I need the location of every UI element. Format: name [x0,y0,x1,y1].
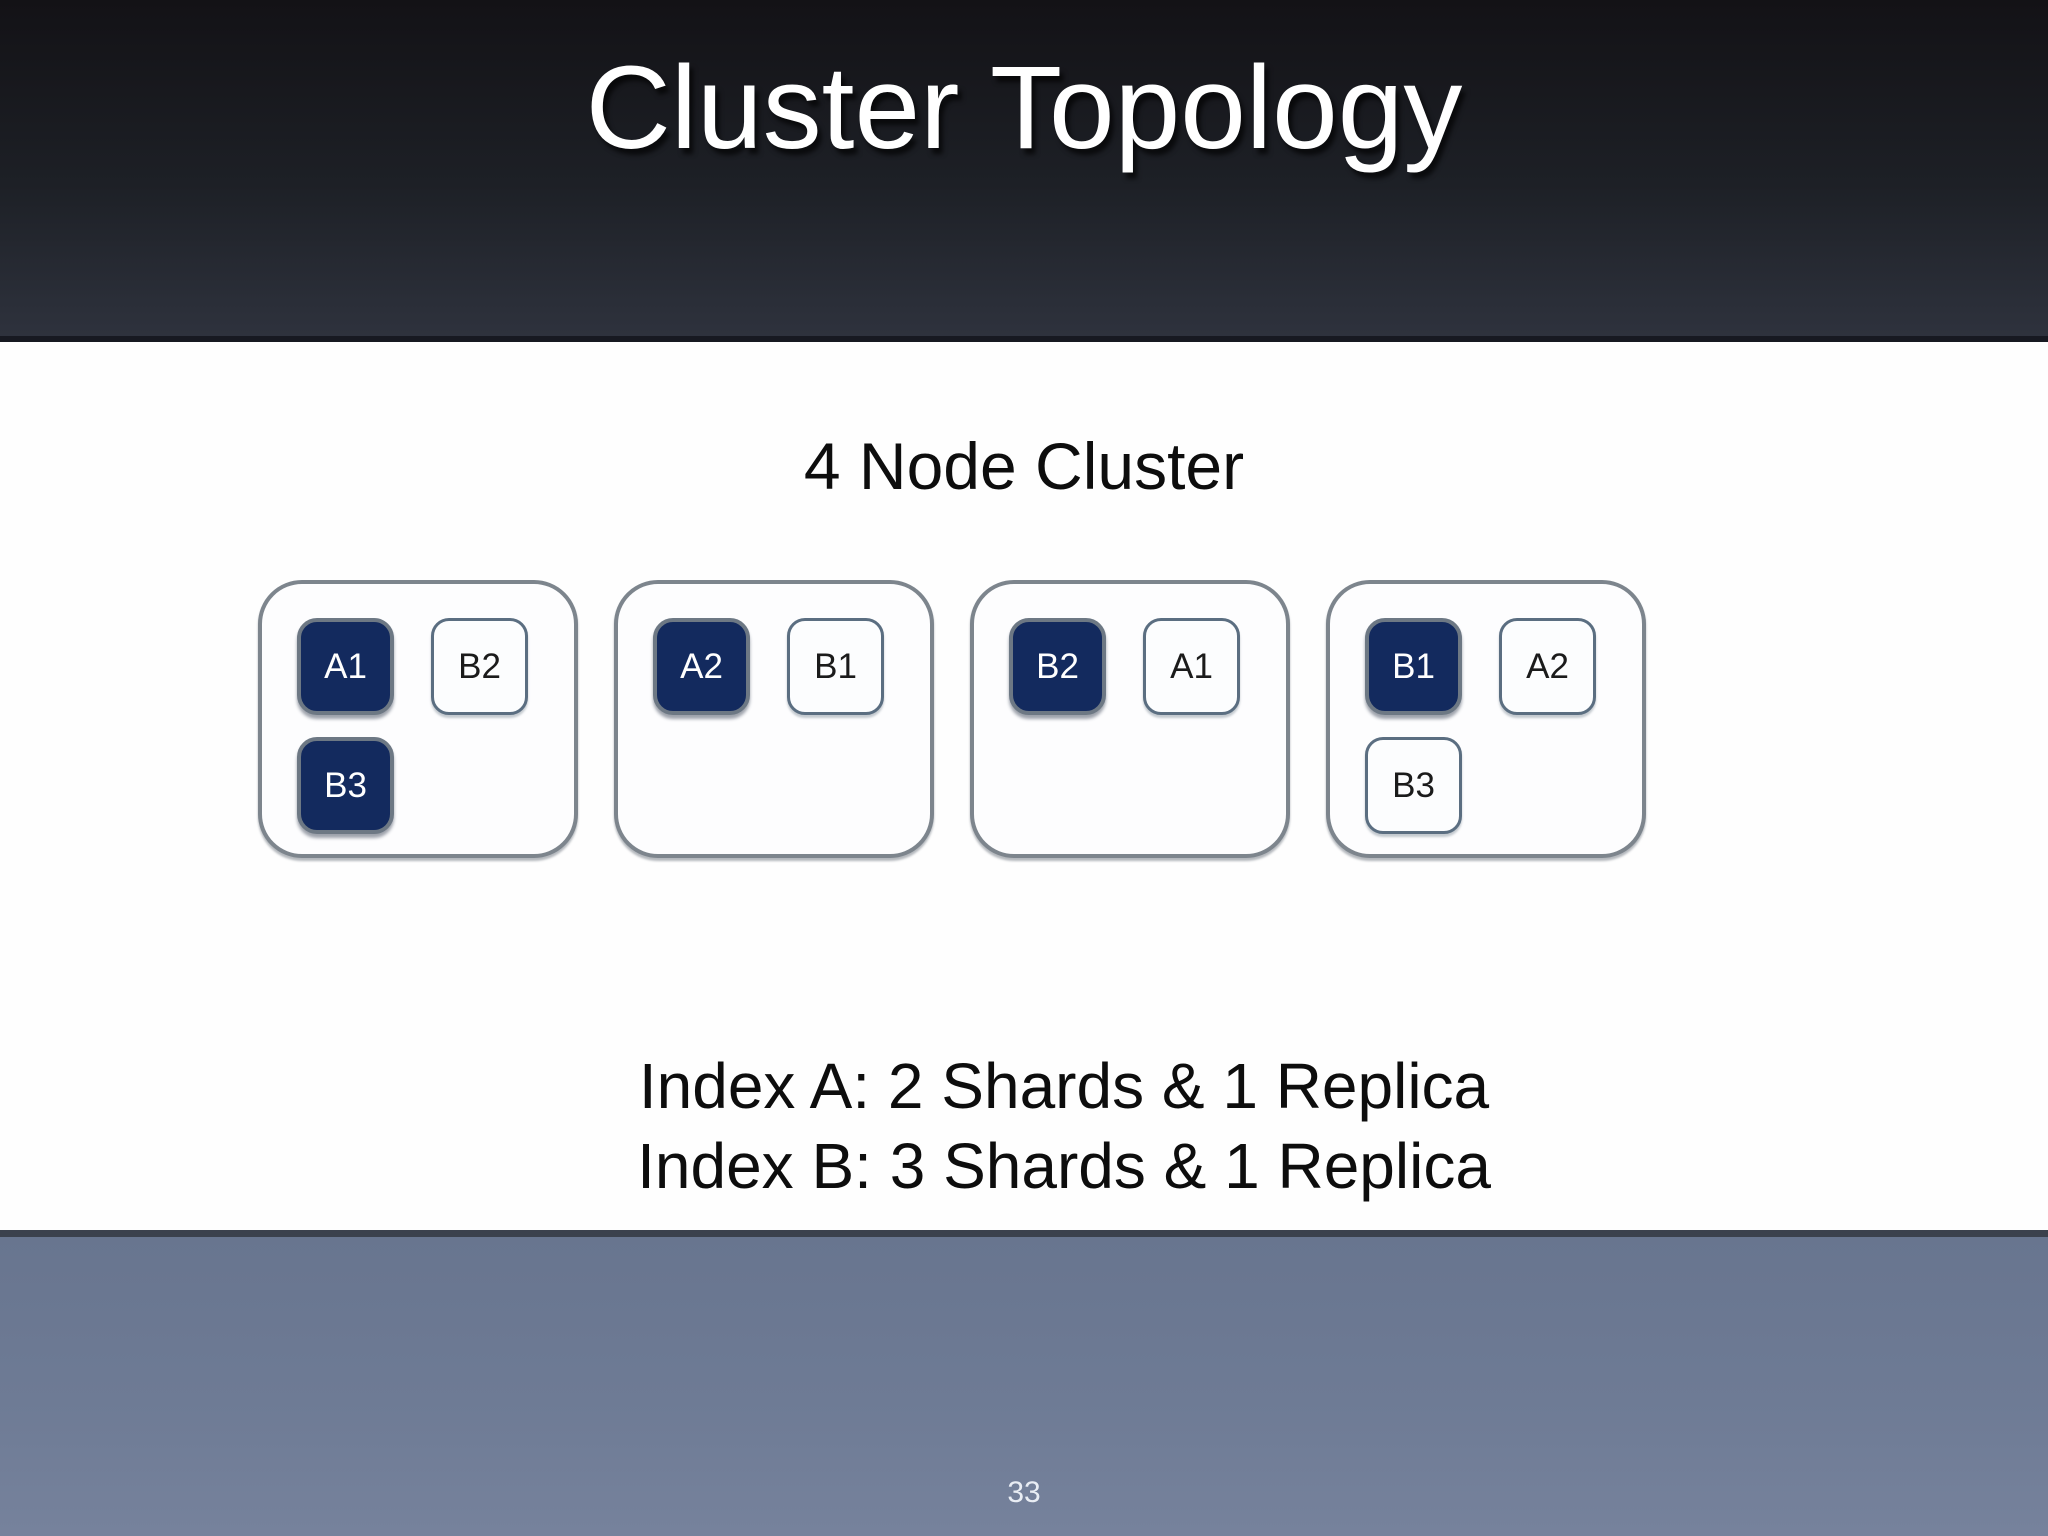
index-notes: Index A: 2 Shards & 1 Replica Index B: 3… [40,1046,2048,1206]
shard-box: B2 [1009,618,1106,715]
shard-box: B3 [297,737,394,834]
shard-box: B3 [1365,737,1462,834]
cluster-nodes-row: A1 B2 B3 A2 B1 B2 A1 B1 A2 B3 [258,580,1646,858]
cluster-node-1: A1 B2 B3 [258,580,578,858]
shard-box: B1 [787,618,884,715]
slide-title: Cluster Topology [585,42,1463,174]
slide-header: Cluster Topology [0,0,2048,342]
footer-divider [0,1230,2048,1237]
shard-box: A1 [297,618,394,715]
shard-box: B2 [431,618,528,715]
cluster-subtitle: 4 Node Cluster [803,429,1245,503]
cluster-node-4: B1 A2 B3 [1326,580,1646,858]
cluster-node-2: A2 B1 [614,580,934,858]
index-b-note: Index B: 3 Shards & 1 Replica [637,1130,1491,1202]
index-a-note: Index A: 2 Shards & 1 Replica [638,1050,1490,1122]
slide-footer: 33 [0,1237,2048,1536]
shard-box: A2 [653,618,750,715]
page-number: 33 [1007,1476,1041,1509]
shard-box: B1 [1365,618,1462,715]
cluster-node-3: B2 A1 [970,580,1290,858]
shard-box: A1 [1143,618,1240,715]
shard-box: A2 [1499,618,1596,715]
